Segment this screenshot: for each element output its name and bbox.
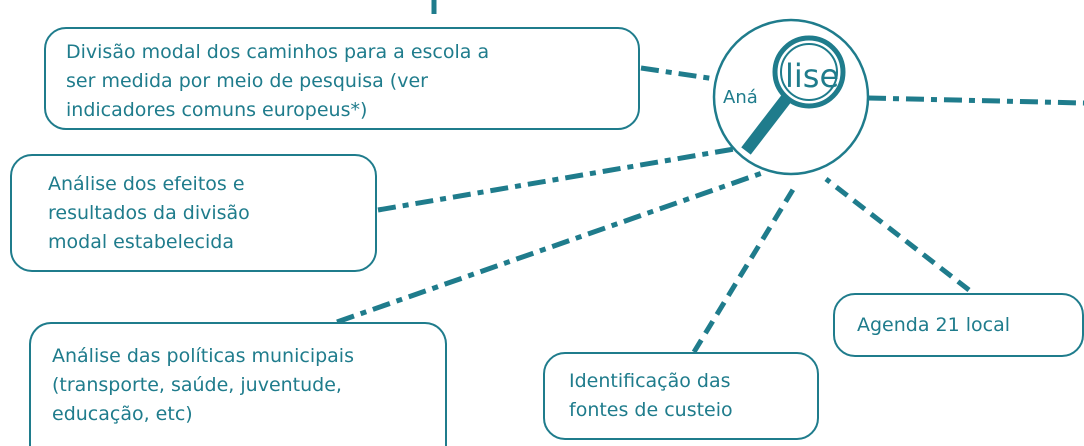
center-label-part2: lise [785, 57, 839, 95]
node-fontes-custeio-text: Identificação das fontes de custeio [569, 367, 733, 425]
text-line: educação, etc) [52, 402, 193, 425]
text-line: indicadores comuns europeus*) [66, 99, 368, 121]
connector-efeitos [377, 145, 741, 213]
text-line: modal estabelecida [48, 230, 234, 253]
text-line: Análise das políticas municipais [52, 344, 354, 367]
node-agenda-21: Agenda 21 local [833, 293, 1084, 357]
node-agenda-21-text: Agenda 21 local [857, 311, 1010, 340]
node-divisao-modal: Divisão modal dos caminhos para a escola… [44, 27, 640, 130]
connector-divisao [640, 65, 723, 83]
text-line: Divisão modal dos caminhos para a escola… [66, 41, 490, 63]
node-fontes-custeio: Identificação das fontes de custeio [543, 352, 819, 440]
text-line: Análise dos efeitos e [48, 172, 245, 195]
connector-right [867, 95, 1084, 106]
node-analise-politicas-text: Análise das políticas municipais (transp… [52, 342, 354, 429]
node-analise-efeitos-text: Análise dos efeitos e resultados da divi… [48, 170, 250, 257]
center-node-analise: Aná lise [712, 18, 870, 176]
connector-politicas [336, 169, 766, 325]
text-line: fontes de custeio [569, 399, 733, 421]
text-line: resultados da divisão [48, 201, 250, 224]
node-analise-efeitos: Análise dos efeitos e resultados da divi… [10, 154, 377, 272]
text-line: Identificação das [569, 370, 731, 392]
text-line: Agenda 21 local [857, 313, 1011, 336]
node-analise-politicas: Análise das políticas municipais (transp… [29, 322, 447, 446]
connector-agenda [824, 177, 971, 292]
center-label-part1: Aná [723, 87, 758, 108]
node-divisao-modal-text: Divisão modal dos caminhos para a escola… [66, 38, 489, 125]
magnifier-icon [741, 35, 846, 155]
connector-fontes [691, 181, 800, 354]
text-line: ser medida por meio de pesquisa (ver [66, 70, 428, 92]
text-line: (transporte, saúde, juventude, [52, 373, 342, 396]
